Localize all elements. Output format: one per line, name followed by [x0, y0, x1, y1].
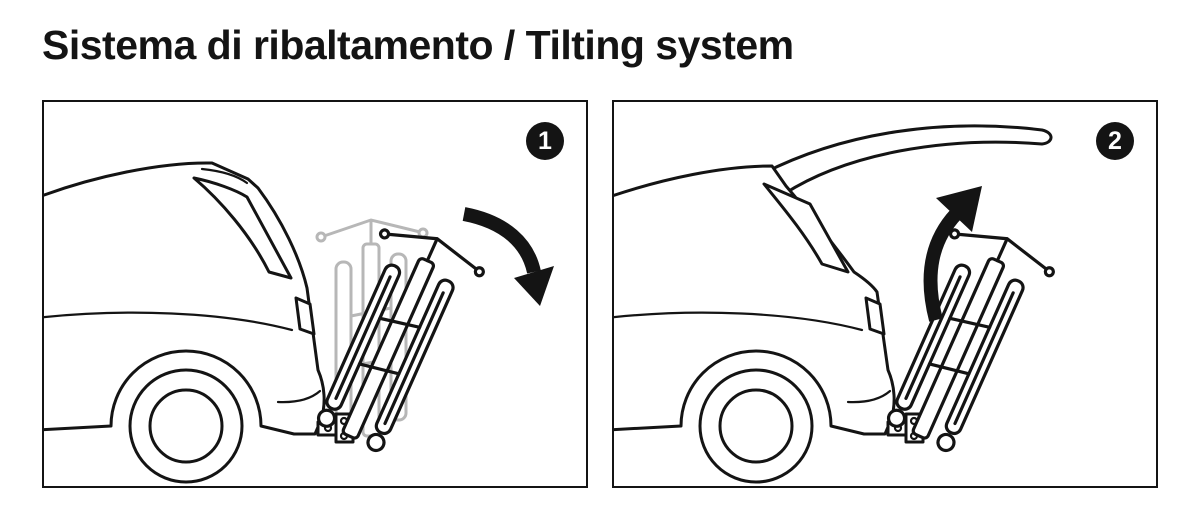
rear-window [762, 182, 850, 274]
car-rear [44, 161, 326, 484]
lift-arrow-icon [923, 186, 982, 322]
open-tailgate [760, 124, 1053, 196]
step-number-badge: 2 [1096, 122, 1134, 160]
step-panel-2: 2 [612, 100, 1158, 488]
spoiler-line [200, 167, 249, 185]
bumper-line [846, 389, 892, 404]
rear-window [192, 176, 293, 280]
taillight [294, 296, 316, 336]
body-crease [44, 311, 294, 332]
car-rear [614, 164, 896, 484]
tilt-arrow-icon [462, 207, 554, 306]
body-crease [614, 311, 864, 332]
step-panel-1: 1 [42, 100, 588, 488]
page-title: Sistema di ribaltamento / Tilting system [42, 22, 794, 68]
wheel-rim [148, 388, 224, 464]
tilt-rack-illustration [44, 161, 554, 484]
bike-rack-tilted [316, 228, 485, 453]
wheel-tire [128, 368, 244, 484]
wheel-rim [718, 388, 794, 464]
step-number-badge: 1 [526, 122, 564, 160]
bumper-line [276, 389, 322, 404]
taillight [864, 296, 886, 336]
open-tailgate-illustration [614, 124, 1055, 484]
wheel-tire [698, 368, 814, 484]
bike-rack-tilted [886, 228, 1055, 453]
step-panels: 1 [42, 100, 1158, 488]
